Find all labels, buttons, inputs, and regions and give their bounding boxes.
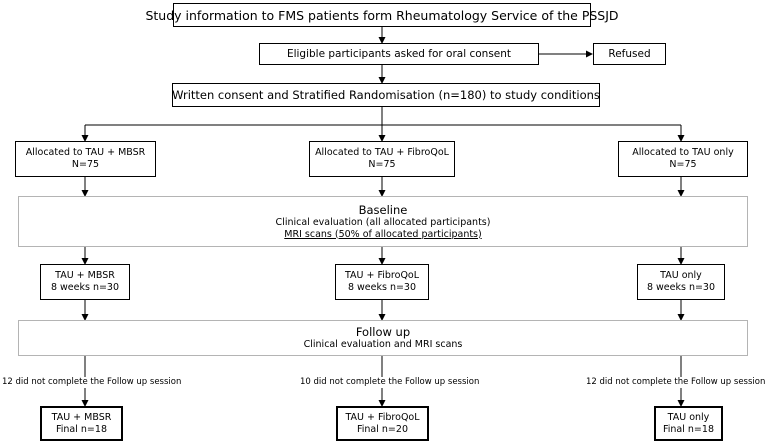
intervention-tau-line2: 8 weeks n=30	[646, 282, 716, 293]
allocation-mbsr-line1: Allocated to TAU + MBSR	[25, 147, 146, 158]
allocation-fibroqol-line2: N=75	[368, 159, 396, 170]
allocation-box-tau: Allocated to TAU only N=75	[618, 141, 748, 177]
randomisation-box: Written consent and Stratified Randomisa…	[172, 83, 600, 107]
study-info-box: Study information to FMS patients form R…	[145, 3, 619, 27]
allocation-box-fibroqol: Allocated to TAU + FibroQoL N=75	[309, 141, 455, 177]
final-fibroqol-line2: Final n=20	[357, 423, 408, 435]
allocation-mbsr-line2: N=75	[71, 159, 100, 170]
final-tau-line2: Final n=18	[663, 423, 714, 435]
baseline-title: Baseline	[358, 202, 408, 217]
final-box-tau: TAU only Final n=18	[654, 406, 723, 441]
allocation-box-mbsr: Allocated to TAU + MBSR N=75	[15, 141, 156, 177]
followup-line1: Clinical evaluation and MRI scans	[303, 339, 463, 350]
randomisation-text: Written consent and Stratified Randomisa…	[172, 87, 600, 102]
final-fibroqol-line1: TAU + FibroQoL	[345, 411, 420, 423]
intervention-fibroqol-line1: TAU + FibroQoL	[344, 270, 420, 281]
baseline-box: Baseline Clinical evaluation (all alloca…	[18, 196, 748, 247]
eligible-box: Eligible participants asked for oral con…	[259, 43, 539, 65]
final-mbsr-line2: Final n=18	[56, 423, 107, 435]
dropout-label-fibroqol: 10 did not complete the Follow up sessio…	[300, 377, 480, 388]
refused-text: Refused	[608, 47, 651, 60]
eligible-text: Eligible participants asked for oral con…	[286, 47, 512, 60]
final-box-mbsr: TAU + MBSR Final n=18	[40, 406, 123, 441]
final-tau-line1: TAU only	[667, 411, 710, 423]
dropout-label-tau: 12 did not complete the Follow up sessio…	[586, 377, 766, 388]
baseline-line1: Clinical evaluation (all allocated parti…	[275, 216, 491, 228]
intervention-box-mbsr: TAU + MBSR 8 weeks n=30	[40, 264, 130, 300]
allocation-fibroqol-line1: Allocated to TAU + FibroQoL	[315, 147, 449, 158]
baseline-line2: MRI scans (50% of allocated participants…	[284, 228, 482, 240]
dropout-label-mbsr: 12 did not complete the Follow up sessio…	[2, 377, 182, 388]
final-mbsr-line1: TAU + MBSR	[51, 411, 112, 423]
study-info-text: Study information to FMS patients form R…	[145, 7, 619, 23]
intervention-tau-line1: TAU only	[660, 270, 702, 281]
refused-box: Refused	[593, 43, 666, 65]
final-box-fibroqol: TAU + FibroQoL Final n=20	[336, 406, 429, 441]
allocation-tau-line2: N=75	[669, 159, 697, 170]
intervention-mbsr-line1: TAU + MBSR	[55, 270, 115, 281]
allocation-tau-line1: Allocated to TAU only	[632, 147, 734, 158]
intervention-box-fibroqol: TAU + FibroQoL 8 weeks n=30	[335, 264, 429, 300]
intervention-box-tau: TAU only 8 weeks n=30	[637, 264, 725, 300]
followup-box: Follow up Clinical evaluation and MRI sc…	[18, 320, 748, 356]
intervention-fibroqol-line2: 8 weeks n=30	[347, 282, 417, 293]
intervention-mbsr-line2: 8 weeks n=30	[50, 282, 120, 293]
followup-title: Follow up	[355, 325, 411, 339]
